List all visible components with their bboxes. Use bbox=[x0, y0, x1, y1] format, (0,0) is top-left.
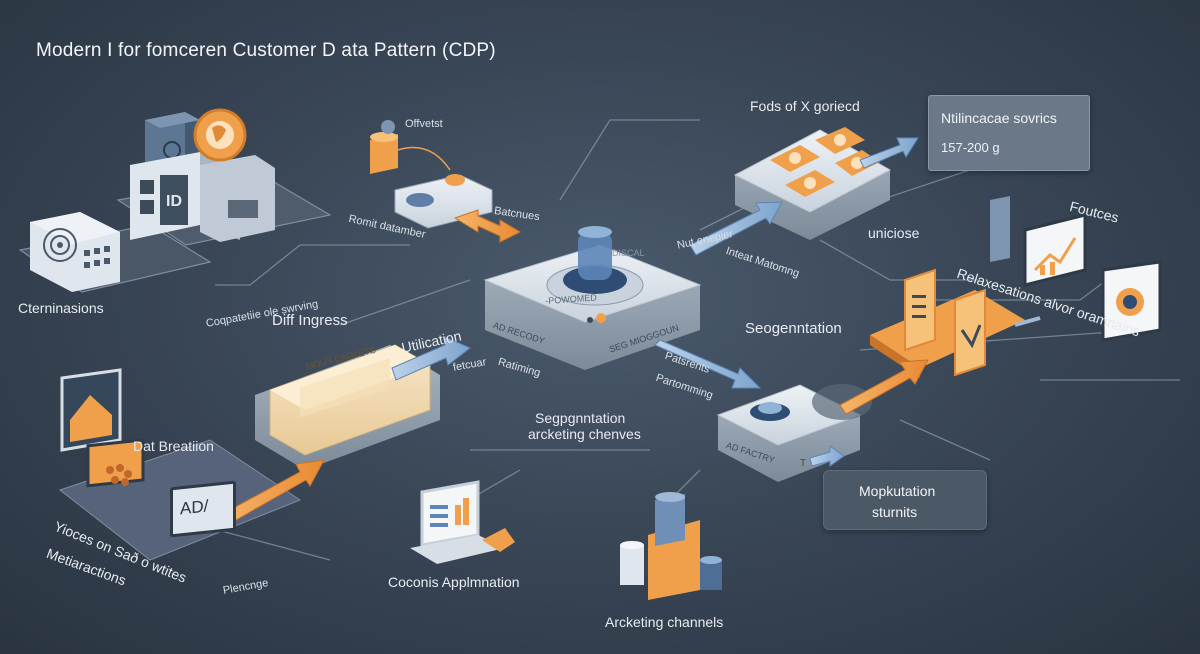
mopkutation-line1: Mopkutation bbox=[859, 483, 936, 499]
flow-arrows bbox=[214, 137, 929, 529]
console-laptop-node bbox=[410, 480, 515, 564]
label-factory-t: T bbox=[800, 458, 807, 469]
hub-label-top: DISCAL bbox=[612, 248, 645, 258]
central-hub-node bbox=[483, 226, 702, 370]
label-cterminations: Cterninasions bbox=[18, 300, 104, 316]
monitors-node bbox=[990, 196, 1162, 342]
label-diff-ingress: Diff Ingress bbox=[272, 312, 348, 329]
marketing-objects-node bbox=[620, 492, 722, 600]
label-fods: Fods of X goriecd bbox=[750, 98, 860, 114]
identity-tiles-node bbox=[733, 127, 892, 240]
label-marketing-bottom: Arcketing channels bbox=[605, 614, 724, 630]
info-box-line2: 157-200 g bbox=[941, 140, 1000, 155]
mopkutation-box: Mopkutation sturnits bbox=[823, 470, 987, 530]
ad-card-label: AD/ bbox=[180, 496, 209, 519]
server-cluster-node: ID bbox=[18, 108, 332, 293]
label-unicose: uniciose bbox=[868, 225, 920, 241]
label-marketing-mid: arcketing chenves bbox=[528, 426, 641, 442]
svg-text:ID: ID bbox=[166, 193, 182, 210]
label-segmentation-mid: Segpgnntation bbox=[535, 410, 626, 426]
ad-card: AD/ bbox=[170, 480, 236, 538]
ad-factory-node bbox=[716, 384, 872, 482]
info-box-line1: Ntilincacae sovrics bbox=[941, 110, 1057, 126]
info-box: Ntilincacae sovrics 157-200 g bbox=[928, 95, 1090, 171]
label-offvetst: Offvetst bbox=[405, 118, 443, 130]
label-console: Coconis Applmnation bbox=[388, 574, 520, 590]
label-dat-breath: Dat Breatiion bbox=[133, 438, 214, 454]
page-title: Modern I for fomceren Customer D ata Pat… bbox=[36, 40, 496, 61]
mopkutation-line2: sturnits bbox=[872, 504, 918, 520]
data-ingress-node bbox=[255, 344, 440, 470]
label-seog: Seogenntation bbox=[745, 320, 842, 337]
